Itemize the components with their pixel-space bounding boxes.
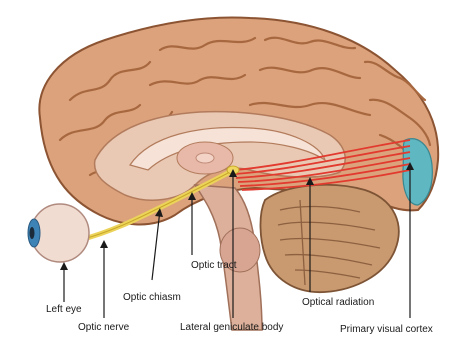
label-optical-radiation: Optical radiation (302, 297, 374, 308)
left-eye (28, 204, 89, 262)
label-optic-tract: Optic tract (191, 260, 237, 271)
label-primary-visual-cortex: Primary visual cortex (340, 324, 433, 335)
label-left-eye: Left eye (46, 304, 82, 315)
label-optic-nerve: Optic nerve (78, 322, 130, 333)
label-optic-chiasm: Optic chiasm (123, 292, 181, 303)
thalamus-core (196, 153, 214, 163)
label-lateral-geniculate-body: Lateral geniculate body (180, 322, 283, 333)
cerebellum (260, 185, 398, 292)
